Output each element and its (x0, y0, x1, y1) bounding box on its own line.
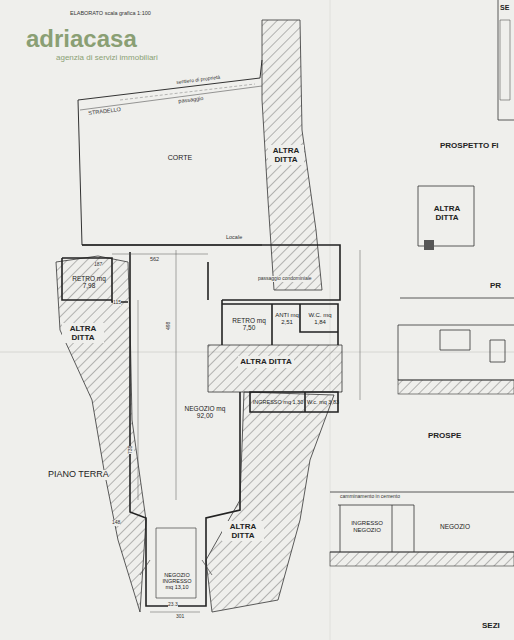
plan-label: PROSPETTO FI (440, 142, 499, 151)
dimension: 301 (176, 614, 184, 620)
room-label: W.C. mq 1,84 (302, 312, 338, 326)
neighbour-area: ALTRA DITTA (236, 348, 296, 376)
room: NEGOZIO INGRESSO mq 13,10 (158, 568, 196, 594)
plan-label: PIANO TERRA (48, 470, 109, 480)
room: RETRO mq 7,50 (226, 312, 272, 336)
plan-label: SEZI (482, 622, 500, 631)
room: W.C. mq 1,84 (302, 308, 338, 330)
dimension: 148 (112, 520, 120, 526)
room-label: NEGOZIO INGRESSO mq 13,10 (158, 572, 196, 591)
dimension: 115 (113, 300, 121, 306)
room-label: INGRESSO NEGOZIO (342, 520, 392, 534)
room: INGRESSO NEGOZIO (342, 514, 392, 540)
room-label: W.c. mq 3,83 (307, 399, 339, 405)
room: NEGOZIO (430, 520, 480, 534)
room-label: NEGOZIO (440, 523, 470, 530)
dimension: 187 (94, 262, 102, 268)
room-label: ANTI mq 2,51 (273, 312, 301, 326)
room: ANTI mq 2,51 (273, 308, 301, 330)
room-label: ALTRA DITTA (268, 145, 304, 165)
dimension: 738 (128, 446, 134, 454)
plan-label: PROSPE (428, 432, 461, 441)
plan-label: SE (500, 4, 509, 12)
room-label: CORTE (168, 154, 192, 162)
neighbour-area: ALTRA DITTA (268, 140, 304, 170)
neighbour-area: ALTRA DITTA (222, 516, 264, 546)
room-label: RETRO mq 7,98 (66, 275, 112, 290)
room-label: ALTRA DITTA (62, 323, 104, 343)
room-label: NEGOZIO mq 92,00 (176, 405, 234, 420)
room: W.c. mq 3,83 (306, 395, 340, 409)
room-label: ALTRA DITTA (222, 521, 264, 541)
watermark: adriacasa (26, 26, 137, 52)
neighbour-area: ALTRA DITTA (422, 198, 472, 228)
watermark: agenzia di servizi immobiliari (56, 54, 158, 63)
plan-label: ELABORATO scala grafica 1:100 (70, 10, 151, 16)
room: NEGOZIO mq 92,00 (176, 400, 234, 424)
plan-label: passaggio condominiale (258, 276, 312, 282)
room-label: ALTRA DITTA (238, 356, 293, 367)
room: INGRESSO mq 1,30 (252, 395, 304, 409)
room: CORTE (150, 150, 210, 166)
room-label: ALTRA DITTA (422, 203, 472, 223)
room-label: INGRESSO mq 1,30 (253, 399, 303, 405)
dimension: 23.3 (168, 602, 178, 608)
plan-label: PR (490, 282, 501, 291)
dimension: 562 (150, 256, 159, 262)
dimension: 498 (166, 322, 172, 330)
plan-label: Locale (226, 234, 242, 240)
plan-label: camminamento in cemento (340, 494, 400, 500)
neighbour-area: ALTRA DITTA (62, 318, 104, 348)
room-label: RETRO mq 7,50 (226, 317, 272, 332)
room: RETRO mq 7,98 (66, 270, 112, 294)
